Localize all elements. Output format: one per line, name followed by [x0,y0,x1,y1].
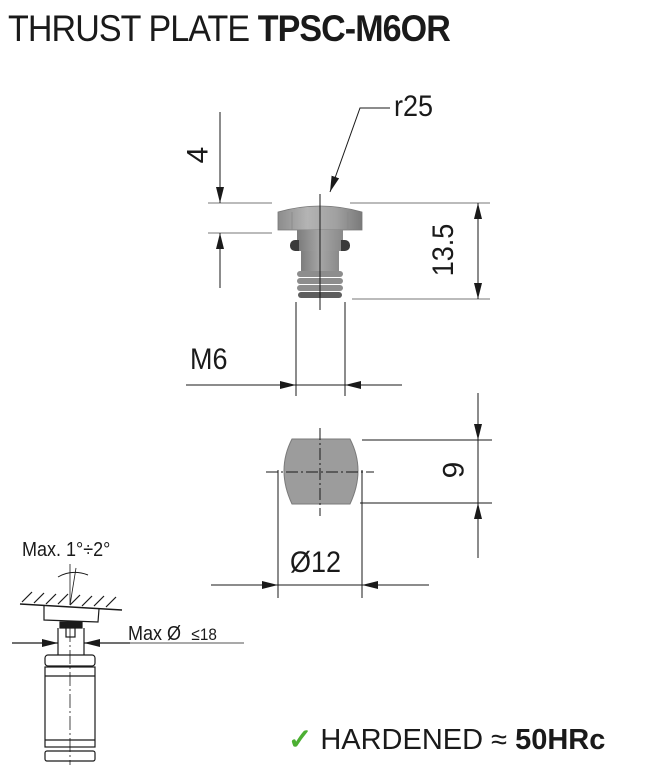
thread-label: M6 [190,343,228,376]
head-height-label: 4 [181,146,215,164]
dim-flat [360,393,492,558]
radius-label: r25 [394,90,434,123]
dim-diameter [211,470,429,598]
dim-thread [186,302,402,396]
flat-height-label: 9 [437,461,471,479]
page-title: THRUST PLATE TPSC-M6OR [8,8,451,49]
title-prefix: THRUST PLATE [8,8,250,49]
angle-label: Max. 1°÷2° [22,539,111,561]
installation-detail [12,564,244,765]
max-diameter-value: ≤18 [191,625,217,644]
diameter-label: Ø12 [290,546,342,579]
total-height-label: 13.5 [427,223,461,277]
max-diameter-label: Max Ø ≤18 [128,624,217,644]
side-view [277,194,363,310]
top-view [266,428,374,516]
dim-head-height [208,112,272,288]
title-model: TPSC-M6OR [257,8,451,49]
check-icon: ✓ [288,724,313,756]
dim-total-height [350,202,490,300]
max-diameter-text: Max Ø [128,623,182,645]
hardness-value: 50HRc [515,724,606,756]
hardness-note: ✓HARDENED ≈ 50HRc [288,726,605,755]
hardness-text: HARDENED ≈ [320,724,508,756]
radius-leader [329,107,390,193]
